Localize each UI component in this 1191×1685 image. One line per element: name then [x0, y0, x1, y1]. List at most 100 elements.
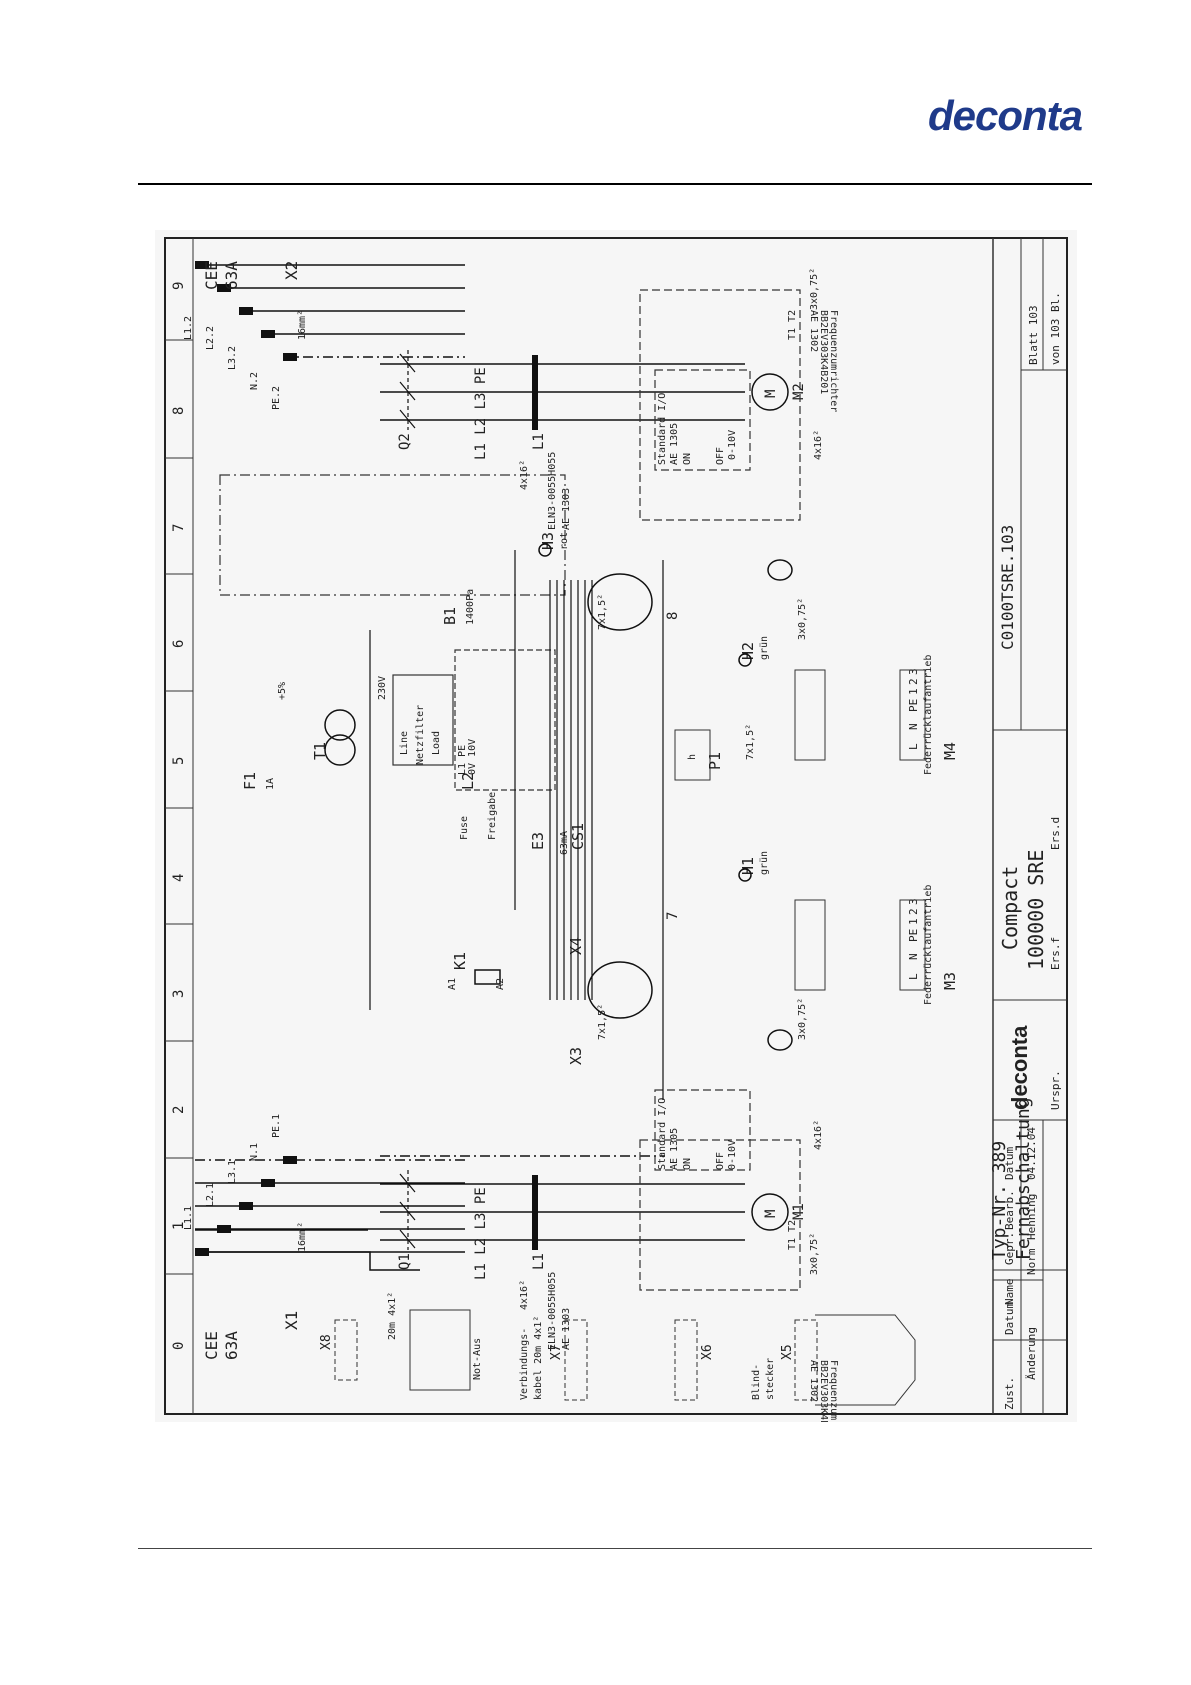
line-text: Line	[399, 731, 410, 755]
pressure-switch-p1	[674, 729, 711, 781]
header-rule	[138, 183, 1092, 185]
m3-n: N	[907, 953, 920, 960]
cable-3x075-d: 3x0,75²	[797, 598, 808, 640]
supply-x2-lines	[195, 264, 465, 358]
federruck-m3: Federrücklaufantrieb	[923, 885, 934, 1005]
io-on-2: ON	[682, 453, 693, 465]
choke-model-upper: ELN3-0055H055	[547, 452, 558, 530]
f1-rating: 1A	[265, 778, 276, 790]
p1-label: P1	[706, 752, 724, 770]
x1-cable: 16mm²	[297, 1222, 308, 1252]
titleblock-fernab: Fernabschaltung	[1013, 1097, 1034, 1260]
choke-ae-upper: AE 1303	[561, 488, 572, 530]
transformer-t1-a	[324, 709, 356, 741]
t1t2-lower: T1 T2	[787, 1220, 798, 1250]
h2-label: H2	[739, 642, 757, 660]
q2-label: Q2	[397, 433, 413, 450]
x1-cee: CEE	[202, 1331, 221, 1360]
m4-terminal-block	[899, 669, 926, 761]
x5-label: X5	[780, 1344, 795, 1360]
line-filter-l2	[392, 674, 454, 766]
t1-label: T1	[311, 742, 329, 760]
m4-num1: 1	[907, 688, 920, 695]
k1-label: K1	[451, 952, 469, 970]
titleblock-brand: deconta	[1007, 1025, 1032, 1110]
grid-col-8: 8	[171, 407, 187, 415]
m4-n: N	[907, 723, 920, 730]
grid-col-7: 7	[171, 524, 187, 532]
fuse-text: Fuse	[459, 816, 470, 840]
l1-filter-label2: L1	[531, 433, 547, 450]
m4-num2: 2	[907, 678, 920, 685]
fu2-model: BB2EV303K4B201	[818, 310, 829, 394]
cable-3x075-lower: 3x0,75²	[809, 1233, 820, 1275]
x6-label: X6	[700, 1344, 715, 1360]
cable-7x15-b: 7x1,5²	[597, 594, 608, 630]
frequency-converter-2	[639, 289, 801, 521]
lamp-h2	[738, 653, 752, 667]
cable-3x075-upper: 3x0,75²	[809, 268, 820, 310]
b1-rating: 1400Pa	[465, 589, 476, 625]
m3-label: M3	[941, 972, 959, 990]
titleblock-bearb: Bearb.	[1003, 1190, 1016, 1230]
m1-label: M1	[791, 1203, 807, 1220]
x2-line-l22: L2.2	[205, 326, 216, 350]
m3-num1: 1	[907, 918, 920, 925]
motor-m1	[751, 1193, 789, 1231]
lamp-h1	[738, 868, 752, 882]
titleblock-gepr: Gepr.	[1003, 1232, 1016, 1265]
m1-motor-symbol: M	[763, 1210, 779, 1218]
cable-7x15-a: 7x1,5²	[597, 1004, 608, 1040]
m4-pe: PE	[907, 699, 920, 712]
titleblock-drawing-no: C0100TSRE.103	[998, 525, 1017, 650]
grid-col-1: 1	[171, 1222, 187, 1230]
x7-label: X7	[549, 1344, 564, 1360]
frequency-converter-1	[639, 1139, 801, 1291]
x3-label: X3	[567, 1047, 585, 1065]
pe-row-upper: L1 L2 L3 PE	[473, 367, 489, 460]
std-io-2: Standard I/O	[657, 393, 668, 465]
title-block	[993, 238, 1067, 1414]
m3-terminal-block	[899, 899, 926, 991]
x1-line-l31: L3.1	[227, 1160, 238, 1184]
cable-bundle-ring-b	[587, 573, 653, 631]
grid-col-6: 6	[171, 640, 187, 648]
connector-x8	[334, 1319, 358, 1381]
io-range-2: 0-10V	[727, 430, 738, 460]
notaus-label: Not-Aus	[472, 1338, 483, 1380]
x1-amp: 63A	[222, 1331, 241, 1360]
grid-col-2: 2	[171, 1106, 187, 1114]
x2-cable: 16mm²	[297, 310, 308, 340]
m2-motor-symbol: M	[763, 390, 779, 398]
cable-ring-c	[767, 1029, 793, 1051]
h2-color: grün	[759, 636, 770, 660]
deconta-logo: deconta	[928, 92, 1083, 139]
x2-line-pe2: PE.2	[271, 386, 282, 410]
grid-col-9: 9	[171, 282, 187, 290]
sheet-frame	[164, 237, 1068, 1415]
h3-color: rot	[559, 532, 570, 550]
std-ae-2: AE 1305	[669, 423, 680, 465]
m4-num3: 3	[907, 668, 920, 675]
titleblock-product2: 100000 SRE	[1024, 850, 1048, 970]
x2-line-n2: N.2	[249, 372, 260, 390]
std-io-1: Standard I/O	[657, 1098, 668, 1170]
std-ae-1: AE 1305	[669, 1128, 680, 1170]
f1-label: F1	[241, 772, 259, 790]
m2-label: M2	[791, 383, 807, 400]
titleblock-datum: 04.12.04	[1025, 1127, 1038, 1180]
m3-l: L	[907, 973, 920, 980]
x1-line-n1: N.1	[249, 1143, 260, 1161]
x2-tag: X2	[282, 261, 301, 280]
cable-20m: 20m 4x1²	[387, 1292, 398, 1340]
titleblock-zust: Zust.	[1003, 1377, 1016, 1410]
m3-connector	[794, 899, 826, 991]
transformer-t1-b	[324, 734, 356, 766]
freigabe-text: Freigabe	[487, 792, 498, 840]
fu1-model: BB2EV303K4B201	[818, 1360, 829, 1422]
a2-text: A2	[495, 978, 506, 990]
blind-plug-shape	[815, 1314, 916, 1406]
x2-amp: 63A	[222, 261, 241, 290]
q1-label: Q1	[397, 1253, 413, 1270]
m4-l: L	[907, 743, 920, 750]
